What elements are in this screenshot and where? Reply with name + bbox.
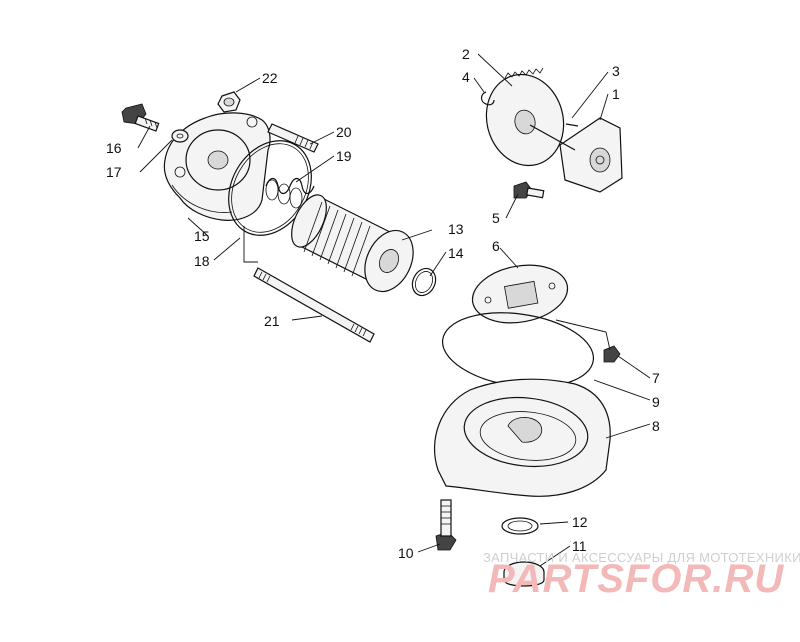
- callout-9: 9: [652, 394, 660, 410]
- callout-16: 16: [106, 140, 122, 156]
- spring-part-19: [265, 177, 315, 209]
- stud-part-20: [267, 123, 319, 153]
- callout-14: 14: [448, 245, 464, 261]
- callout-12: 12: [572, 514, 588, 530]
- pin-part-3: [565, 123, 579, 127]
- callout-17: 17: [106, 164, 122, 180]
- drain-plug-part-11: [503, 561, 545, 587]
- screw-part-5: [513, 181, 545, 199]
- callout-8: 8: [652, 418, 660, 434]
- watermark-tagline: ЗАПЧАСТИ И АКСЕССУАРЫ ДЛЯ МОТОТЕХНИКИ: [483, 550, 800, 565]
- washer-part-12: [501, 517, 539, 535]
- nut-part-22: [217, 91, 241, 113]
- strainer-part-6: [471, 264, 569, 324]
- callout-21: 21: [264, 313, 280, 329]
- screw-part-7: [603, 345, 621, 363]
- pump-gear-part-2: [485, 67, 565, 167]
- callout-11: 11: [572, 538, 587, 554]
- callout-1: 1: [612, 86, 620, 102]
- callout-18: 18: [194, 253, 210, 269]
- washer-part-17: [171, 129, 189, 143]
- callout-20: 20: [336, 124, 352, 140]
- callout-4: 4: [462, 69, 470, 85]
- watermark-logo: PARTSFOR.RU: [488, 557, 784, 601]
- callout-3: 3: [612, 63, 620, 79]
- oil-filter-part-13: [291, 194, 414, 293]
- callout-15: 15: [194, 228, 210, 244]
- callout-13: 13: [448, 221, 464, 237]
- bolt-part-16: [121, 103, 160, 132]
- callout-2: 2: [462, 46, 470, 62]
- o-ring-part-14: [411, 267, 437, 297]
- bolt-part-10: [435, 499, 457, 551]
- callout-10: 10: [398, 545, 414, 561]
- callout-19: 19: [336, 148, 352, 164]
- watermark: ЗАПЧАСТИ И АКСЕССУАРЫ ДЛЯ МОТОТЕХНИКИ PA…: [483, 550, 800, 601]
- leader-lines: [137, 53, 651, 567]
- long-stud-part-21: [253, 267, 375, 343]
- circlip-part-4: [480, 91, 495, 106]
- oil-pan-cover-part-8: [434, 378, 611, 497]
- callout-6: 6: [492, 238, 500, 254]
- callout-5: 5: [492, 210, 500, 226]
- filter-cover-part-15: [163, 112, 271, 221]
- callout-22: 22: [262, 70, 278, 86]
- pump-body-part-1: [529, 117, 623, 193]
- callouts: 1 2 3 4 5 6 7 8 9 10 11 12 13 14 15 16 1…: [106, 46, 660, 561]
- callout-7: 7: [652, 370, 660, 386]
